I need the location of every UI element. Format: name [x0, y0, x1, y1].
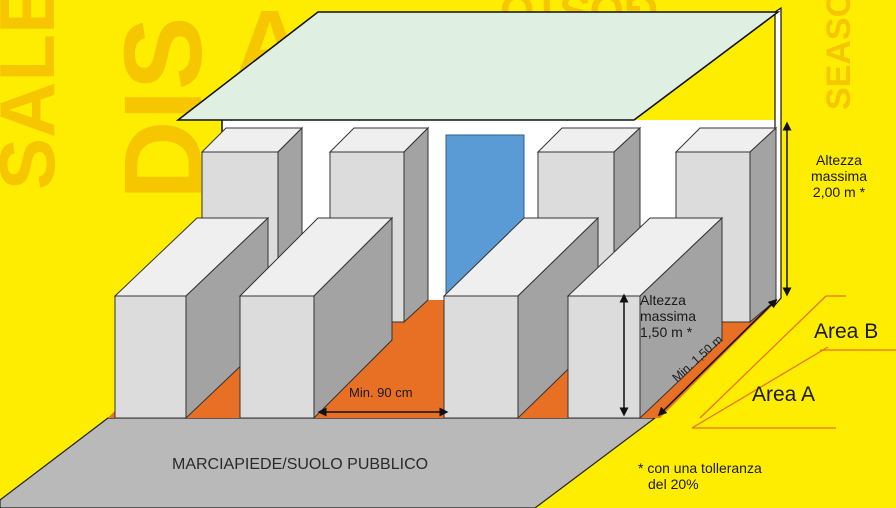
- footnote-line-2: del 20%: [648, 476, 699, 493]
- area-b-label: Area B: [814, 320, 879, 343]
- depth-arrow: [657, 298, 778, 417]
- footnote-line-1: * con una tolleranza: [638, 460, 762, 476]
- area-a-diagonal: [691, 346, 829, 429]
- max-height-front-line-3: 1,50 m *: [640, 324, 693, 341]
- sidewalk-label: MARCIAPIEDE/SUOLO PUBBLICO: [172, 456, 429, 473]
- max-height-front-line-2: massima: [640, 308, 697, 325]
- roof: [175, 11, 781, 121]
- max-height-back-label: Altezza massima 2,00 m *: [796, 152, 882, 200]
- area-a-label: Area A: [752, 383, 816, 406]
- aisle-min-label: Min. 90 cm: [347, 385, 415, 401]
- max-height-back-line-2: massima: [810, 168, 867, 185]
- footnote: * con una tolleranza del 20%: [638, 460, 762, 492]
- max-height-front-label: Altezza massima 1,50 m *: [640, 292, 720, 340]
- max-height-back-line-3: 2,00 m *: [812, 184, 866, 201]
- max-height-back-line-1: Altezza: [816, 152, 862, 168]
- max-height-front-line-1: Altezza: [640, 292, 686, 308]
- area-b-diagonal: [699, 295, 827, 419]
